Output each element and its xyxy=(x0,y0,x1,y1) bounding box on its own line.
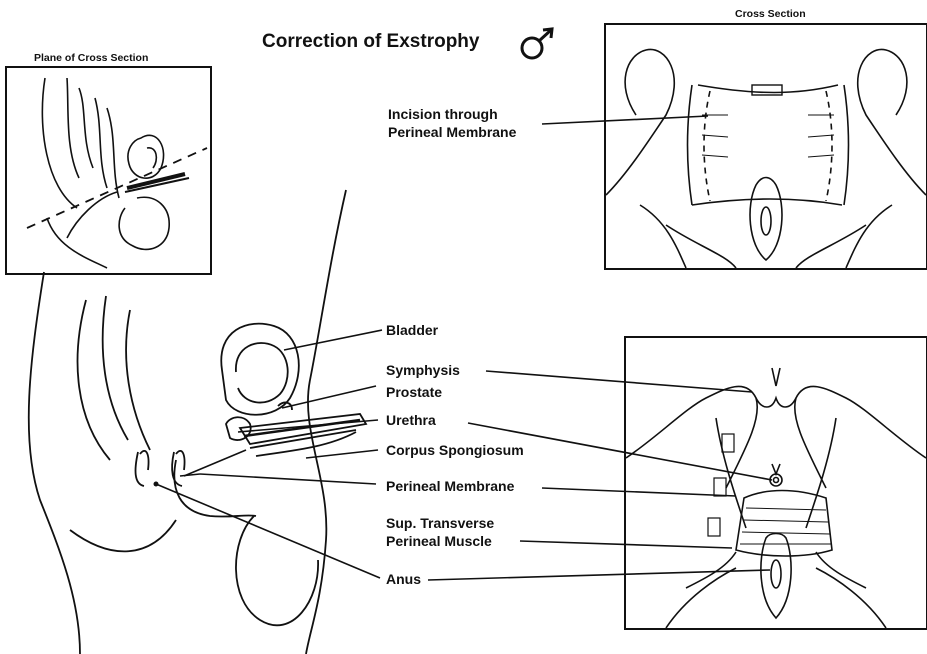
figure-title: Correction of Exstrophy xyxy=(262,30,479,54)
plane-of-cross-section-inset xyxy=(5,66,212,275)
leader-prostate xyxy=(282,386,376,408)
incision-label-line1: Incision through xyxy=(388,106,498,123)
sup-transverse-label-line2: Perineal Muscle xyxy=(386,533,492,550)
leader-corpus-spongiosum xyxy=(306,450,378,458)
urethra-label: Urethra xyxy=(386,412,436,429)
cross-section-label: Cross Section xyxy=(735,6,806,23)
repair-inset-drawing xyxy=(626,338,926,628)
repair-inset xyxy=(624,336,927,630)
perineal-membrane-label: Perineal Membrane xyxy=(386,478,514,495)
symphysis-label: Symphysis xyxy=(386,362,460,379)
cross-section-top-drawing xyxy=(606,25,926,268)
incision-label-line2: Perineal Membrane xyxy=(388,124,516,141)
plane-inset-drawing xyxy=(7,68,210,273)
corpus-spongiosum-label: Corpus Spongiosum xyxy=(386,442,524,459)
bladder-label: Bladder xyxy=(386,322,438,339)
sup-transverse-label-line1: Sup. Transverse xyxy=(386,515,494,532)
anus-label: Anus xyxy=(386,571,421,588)
male-symbol-icon xyxy=(518,26,558,62)
prostate-label: Prostate xyxy=(386,384,442,401)
leader-bladder xyxy=(284,330,382,350)
plane-of-cross-section-label: Plane of Cross Section xyxy=(34,50,148,67)
cross-section-inset xyxy=(604,23,927,270)
